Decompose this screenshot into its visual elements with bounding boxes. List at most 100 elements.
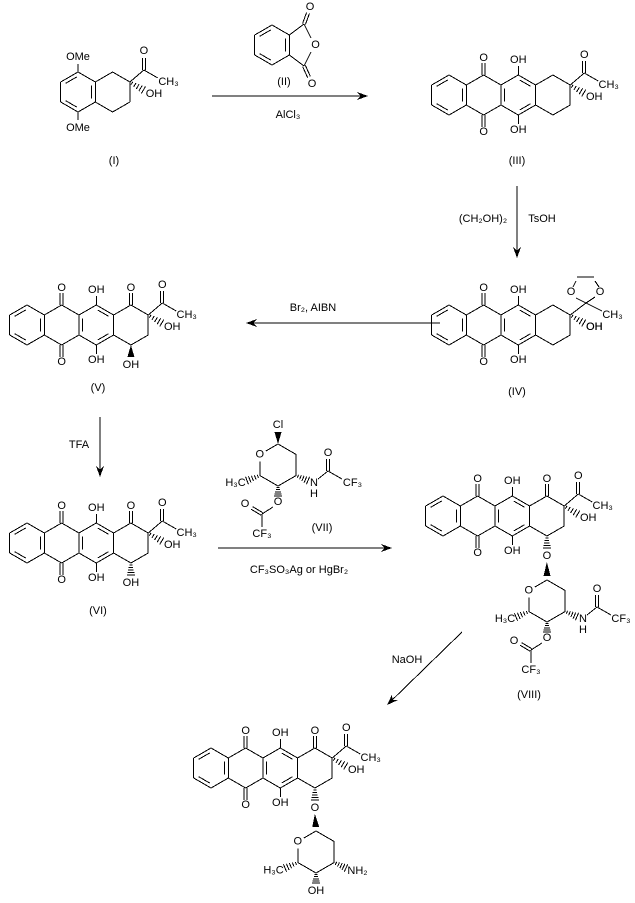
atom-label-n: N: [310, 477, 318, 489]
atom-label-oh: OH: [272, 727, 289, 739]
atom-label-o: O: [158, 497, 167, 509]
atom-label-o: O: [127, 282, 136, 294]
arrowhead-icon: [387, 694, 398, 705]
atom-label-oh: OH: [510, 54, 527, 66]
atom-label-ch3: CH₃: [177, 527, 197, 539]
atom-label-oh: OH: [580, 512, 597, 524]
atom-label-o: O: [311, 39, 320, 51]
atom-label-o: O: [473, 547, 482, 559]
atom-label-o: O: [543, 473, 552, 485]
atom-label-o: O: [574, 470, 583, 482]
atom-label-oh: OH: [308, 885, 325, 897]
atom-label-h3c: H₃C: [495, 613, 515, 625]
atom-label-o: O: [479, 126, 488, 138]
atom-label-h3c: H₃C: [225, 477, 245, 489]
reaction-arrow-2: (CH₂OH)₂ TsOH: [459, 186, 556, 258]
atom-label-o: O: [479, 282, 488, 294]
atom-label-h3c: H₃C: [263, 865, 283, 877]
arrowhead-icon: [357, 92, 368, 100]
atom-label-ch3: CH₃: [361, 752, 381, 764]
atom-label-ome: OMe: [66, 122, 90, 134]
reagent-label-glycol: (CH₂OH)₂: [459, 213, 507, 225]
atom-label-cf3: CF₃: [611, 613, 630, 625]
atom-label-o: O: [241, 498, 250, 510]
atom-label-o: O: [311, 725, 320, 737]
atom-label-n: N: [579, 613, 587, 625]
atom-label-ch3: CH₃: [158, 76, 178, 88]
atom-label-ch3: CH₃: [177, 309, 197, 321]
atom-label-h: H: [310, 488, 318, 500]
atom-label-o: O: [479, 52, 488, 64]
atom-label-o: O: [308, 78, 317, 90]
compound-label-viii: (VIII): [517, 689, 541, 701]
atom-label-oh: OH: [123, 359, 140, 371]
atom-label-cf3: CF₃: [521, 664, 540, 676]
atom-label-o: O: [127, 500, 136, 512]
reagent-label-tfa: TFA: [69, 439, 90, 451]
atom-label-o: O: [241, 799, 250, 811]
atom-label-o: O: [342, 722, 351, 734]
atom-label-o: O: [580, 49, 589, 61]
atom-label-o: O: [57, 574, 66, 586]
atom-label-o: O: [158, 279, 167, 291]
arrowhead-icon: [381, 544, 392, 552]
atom-label-ch3: CH₃: [602, 309, 622, 321]
atom-label-oh: OH: [272, 797, 289, 809]
atom-label-oh: OH: [504, 475, 521, 487]
atom-label-o: O: [593, 583, 602, 595]
atom-label-o: O: [596, 286, 605, 298]
atom-label-o: O: [140, 45, 149, 57]
compound-label-vii: (VII): [312, 522, 333, 534]
reagent-label-alcl3: AlCl₃: [276, 109, 301, 121]
atom-label-o: O: [543, 550, 552, 562]
reagent-label-br2_aibn: Br₂, AIBN: [290, 302, 337, 314]
atom-label-o: O: [306, 1, 315, 13]
atom-label-oh: OH: [586, 321, 603, 333]
atom-label-cl: Cl: [273, 419, 283, 431]
atom-label-o: O: [479, 356, 488, 368]
atom-label-oh: OH: [586, 321, 603, 333]
reagent-label-silver: CF₃SO₃Ag or HgBr₂: [250, 564, 348, 576]
atom-label-o: O: [256, 449, 265, 461]
compound-label-iii: (III): [509, 155, 526, 167]
atom-label-oh: OH: [504, 545, 521, 557]
atom-label-o: O: [525, 585, 534, 597]
atom-label-oh: OH: [88, 354, 105, 366]
atom-label-oh: OH: [88, 502, 105, 514]
atom-label-oh: OH: [146, 88, 163, 100]
reaction-arrow-1: AlCl₃: [212, 92, 368, 121]
reaction-arrow-3: Br₂, AIBN: [246, 302, 440, 327]
atom-label-oh: OH: [586, 91, 603, 103]
atom-label-o: O: [473, 473, 482, 485]
atom-label-o: O: [510, 635, 519, 647]
atom-label-oh: OH: [123, 577, 140, 589]
compound-ii-structure: OOO(II): [254, 1, 320, 90]
atom-label-o: O: [294, 836, 303, 848]
atom-label-o: O: [324, 447, 333, 459]
arrowhead-icon: [513, 247, 521, 258]
atom-label-ch3: CH₃: [599, 79, 619, 91]
atom-label-oh: OH: [510, 354, 527, 366]
atom-label-ome: OMe: [66, 51, 90, 63]
reagent-label-tsoh: TsOH: [528, 213, 556, 225]
atom-label-oh: OH: [164, 321, 181, 333]
arrowhead-icon: [246, 319, 257, 327]
reagent-label-naoh: NaOH: [392, 654, 423, 666]
atom-label-o: O: [57, 500, 66, 512]
compound-label-v: (V): [91, 382, 106, 394]
atom-label-o: O: [311, 802, 320, 814]
atom-label-oh: OH: [510, 124, 527, 136]
reaction-arrow-5: CF₃SO₃Ag or HgBr₂: [218, 544, 392, 576]
atom-label-cf3: CF₃: [343, 477, 362, 489]
compound-label-vi: (VI): [89, 605, 107, 617]
reaction-arrow-4: TFA: [69, 417, 104, 477]
atom-label-h: H: [579, 624, 587, 636]
